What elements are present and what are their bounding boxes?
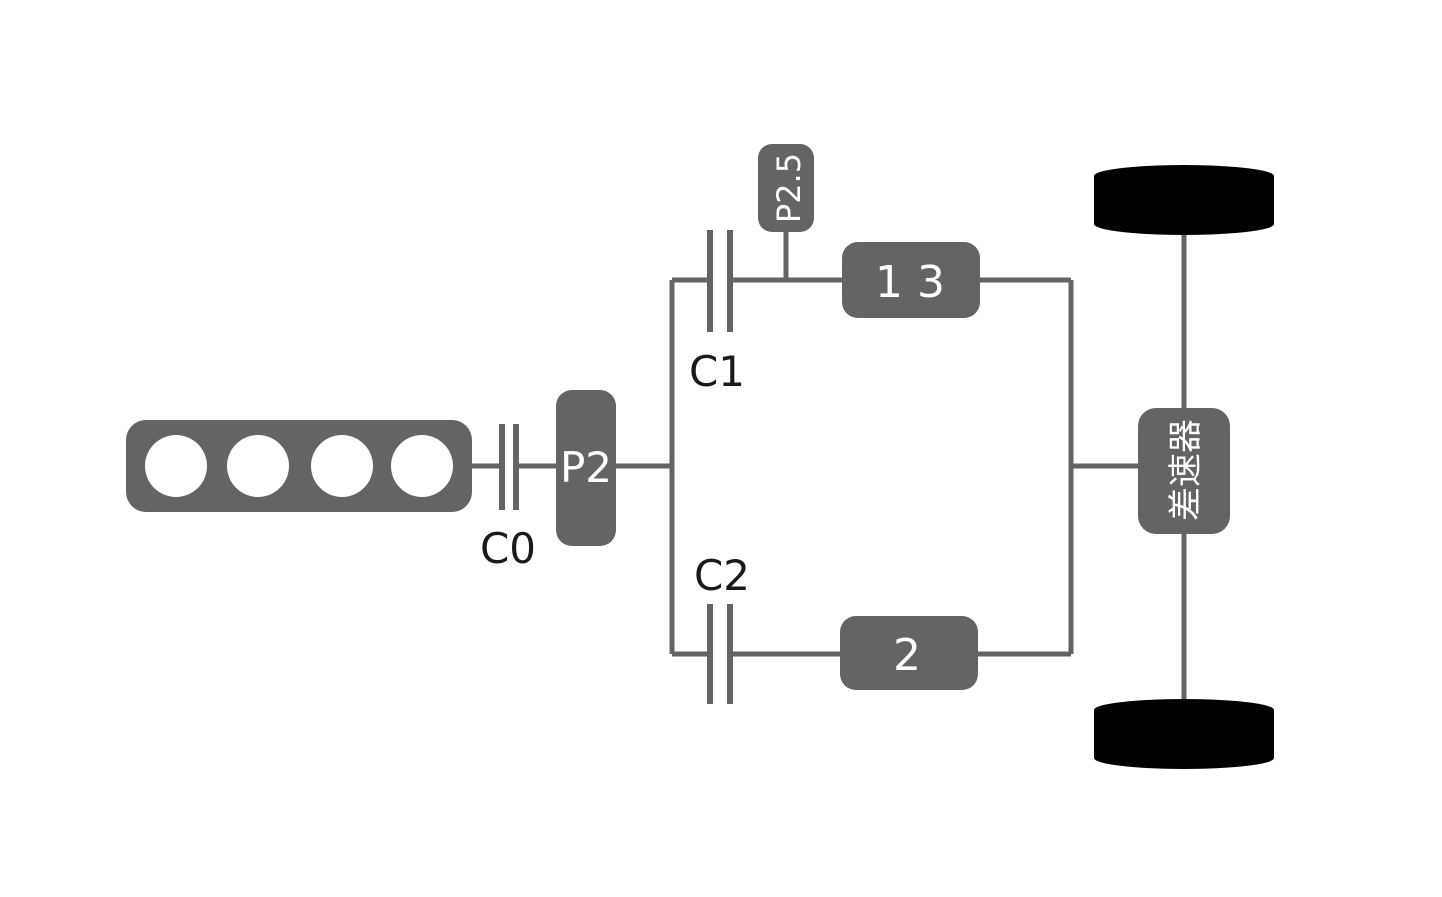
c0-label: C0 bbox=[480, 524, 536, 573]
cylinder-2 bbox=[227, 435, 289, 497]
even-gear-body bbox=[840, 616, 978, 690]
p25-label: P2.5 bbox=[770, 153, 808, 223]
differential-body bbox=[1138, 408, 1230, 534]
clutch-plates bbox=[499, 230, 733, 704]
c1-label: C1 bbox=[689, 347, 745, 396]
p25-motor: P2.5 bbox=[758, 144, 814, 232]
odd-gear-label: 1 3 bbox=[875, 257, 945, 308]
cylinder-1 bbox=[145, 435, 207, 497]
upper-wheel bbox=[1094, 165, 1274, 235]
shaft-lines bbox=[470, 225, 1187, 705]
odd-gear-set: 1 3 bbox=[842, 242, 980, 318]
c2-label: C2 bbox=[694, 551, 750, 600]
even-gear-set: 2 bbox=[840, 616, 978, 690]
cylinder-3 bbox=[311, 435, 373, 497]
p25-body bbox=[758, 144, 814, 232]
differential: 差速器 bbox=[1138, 408, 1230, 534]
engine-body bbox=[126, 420, 472, 512]
engine-block bbox=[126, 420, 472, 512]
card-background bbox=[82, 28, 1366, 876]
p2-label: P2 bbox=[560, 443, 612, 492]
odd-gear-body bbox=[842, 242, 980, 318]
differential-label: 差速器 bbox=[1166, 419, 1206, 521]
cylinder-4 bbox=[391, 435, 453, 497]
p2-body bbox=[556, 390, 616, 546]
lower-wheel bbox=[1094, 699, 1274, 769]
even-gear-label: 2 bbox=[893, 630, 921, 681]
wheels bbox=[1094, 165, 1274, 769]
p2-motor: P2 bbox=[556, 390, 616, 546]
